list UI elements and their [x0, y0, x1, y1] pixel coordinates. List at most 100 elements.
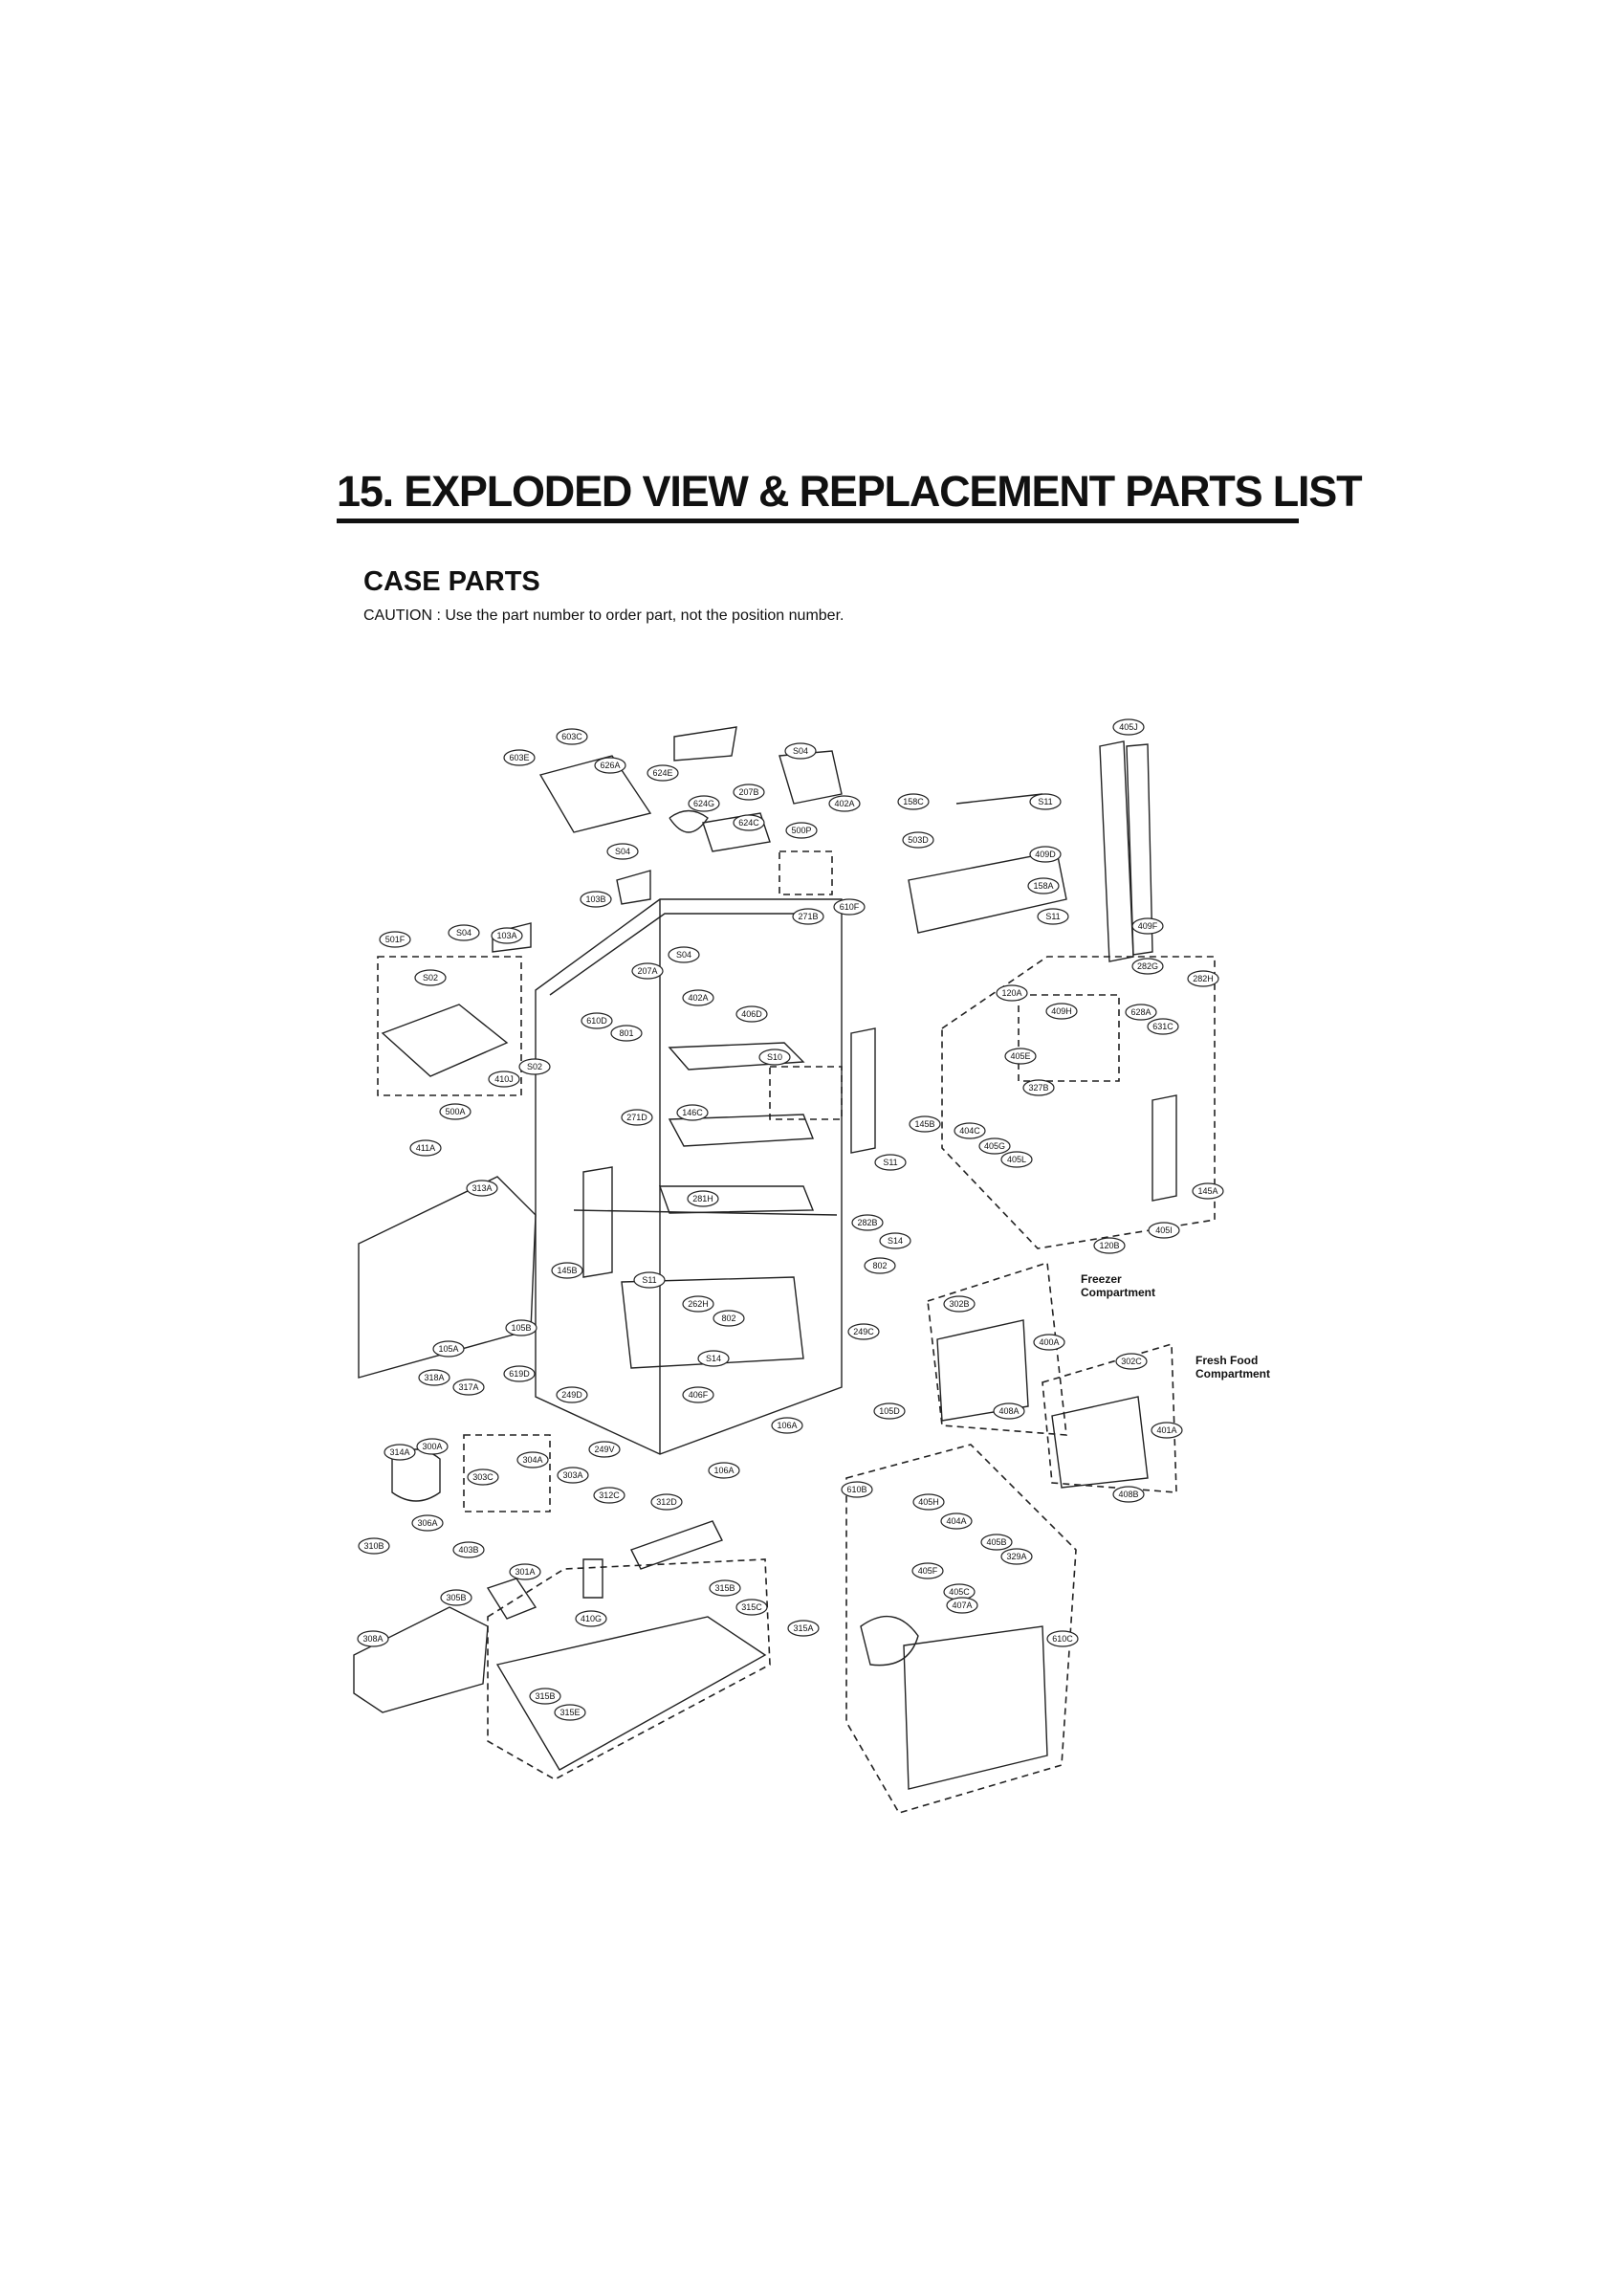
callout-bubble [709, 1579, 741, 1597]
part-callout: 207B [733, 784, 765, 801]
part-callout: 408B [1112, 1486, 1145, 1503]
callout-bubble [735, 1599, 768, 1616]
callout-label: 158A [1033, 881, 1053, 891]
callout-bubble [1029, 846, 1062, 863]
callout-label: S11 [1038, 797, 1052, 806]
callout-bubble [503, 749, 536, 766]
callout-bubble [946, 1597, 978, 1614]
callout-bubble [912, 1493, 945, 1511]
callout-label: S02 [527, 1062, 542, 1071]
callout-label: 262H [688, 1299, 709, 1309]
callout-bubble [1112, 718, 1145, 736]
callout-bubble [557, 1467, 589, 1484]
callout-bubble [943, 1295, 976, 1313]
callout-label: 405E [1010, 1051, 1030, 1061]
callout-label: 603E [509, 753, 529, 762]
callout-bubble [954, 1122, 986, 1139]
part-callout: 624C [733, 814, 765, 831]
callout-label: S04 [615, 847, 630, 856]
callout-label: 411A [416, 1143, 435, 1153]
callout-bubble [697, 1350, 730, 1367]
callout-bubble [1125, 1004, 1157, 1021]
part-callout: 403B [452, 1541, 485, 1558]
glass-shelf [381, 1004, 509, 1077]
callout-bubble [1000, 1151, 1033, 1168]
part-callout: 402A [682, 989, 714, 1006]
callout-label: S04 [793, 746, 808, 756]
callout-bubble [1027, 877, 1060, 894]
callout-label: 409F [1138, 921, 1158, 931]
evaporator-freshfood [1051, 1396, 1149, 1489]
part-callout: 318A [418, 1369, 450, 1386]
part-callout: S04 [448, 924, 480, 941]
part-callout: 610F [833, 898, 866, 916]
part-callout: 302C [1115, 1353, 1148, 1370]
part-callout: 405I [1148, 1222, 1180, 1239]
callout-label: S11 [1045, 912, 1060, 921]
callout-bubble [580, 891, 612, 908]
callout-label: 408B [1118, 1490, 1138, 1499]
callout-bubble [1187, 970, 1219, 987]
callout-bubble [864, 1257, 896, 1274]
top-bracket [538, 755, 652, 833]
part-callout: 315B [529, 1688, 561, 1705]
callout-bubble [980, 1534, 1013, 1551]
callout-label: 405H [918, 1497, 939, 1507]
callout-label: 329A [1006, 1552, 1026, 1561]
callout-bubble [439, 1103, 472, 1120]
part-callout: 405L [1000, 1151, 1033, 1168]
callout-label: 405F [918, 1566, 938, 1576]
part-callout: 282H [1187, 970, 1219, 987]
callout-label: 300A [422, 1442, 442, 1451]
region-outline-evap-freezer [927, 1261, 1067, 1436]
callout-bubble [1192, 1182, 1224, 1200]
part-callout: 105D [873, 1402, 906, 1420]
callout-bubble [452, 1541, 485, 1558]
part-callout: 407A [946, 1597, 978, 1614]
callout-bubble [650, 1493, 683, 1511]
filter-canister [582, 1558, 603, 1599]
part-callout: 401A [1151, 1422, 1183, 1439]
callout-label: 610C [1052, 1634, 1073, 1644]
callout-bubble [735, 1005, 768, 1023]
part-callout: 145A [1192, 1182, 1224, 1200]
callout-bubble [379, 931, 411, 948]
callout-label: 312C [599, 1490, 620, 1500]
part-callout: 315A [787, 1620, 820, 1637]
callout-label: 145B [914, 1119, 934, 1129]
callout-bubble [554, 1704, 586, 1721]
callout-label: 327B [1028, 1083, 1048, 1093]
callout-label: 313A [472, 1183, 492, 1193]
callout-bubble [467, 1468, 499, 1486]
shelf-2 [668, 1114, 815, 1147]
callout-bubble [1000, 1548, 1033, 1565]
callout-label: 410G [581, 1614, 602, 1623]
callout-label: 304A [522, 1455, 542, 1465]
callout-label: 103A [496, 931, 516, 940]
part-callout: 405C [943, 1583, 976, 1601]
callout-bubble [594, 757, 626, 774]
callout-bubble [879, 1232, 911, 1249]
part-callout: 631C [1147, 1018, 1179, 1035]
callout-label: 105A [438, 1344, 458, 1354]
part-callout: 304A [516, 1451, 549, 1468]
part-callout: 404C [954, 1122, 986, 1139]
callout-bubble [1147, 1018, 1179, 1035]
callout-label: 105B [511, 1323, 531, 1333]
callout-bubble [682, 989, 714, 1006]
part-callout: 310B [358, 1537, 390, 1555]
part-callout: S04 [606, 843, 639, 860]
part-callout: 619D [503, 1365, 536, 1382]
callout-bubble [432, 1340, 465, 1358]
callout-label: 402A [688, 993, 708, 1003]
fan-housing-left [486, 1578, 537, 1620]
callout-bubble [491, 927, 523, 944]
callout-label: 207B [738, 787, 758, 797]
part-callout: S02 [414, 969, 447, 986]
callout-bubble [873, 1402, 906, 1420]
callout-bubble [452, 1379, 485, 1396]
part-callout: 610C [1046, 1630, 1079, 1647]
part-callout: 409H [1045, 1003, 1078, 1020]
part-callout: 406D [735, 1005, 768, 1023]
part-callout: 405E [1004, 1048, 1037, 1065]
